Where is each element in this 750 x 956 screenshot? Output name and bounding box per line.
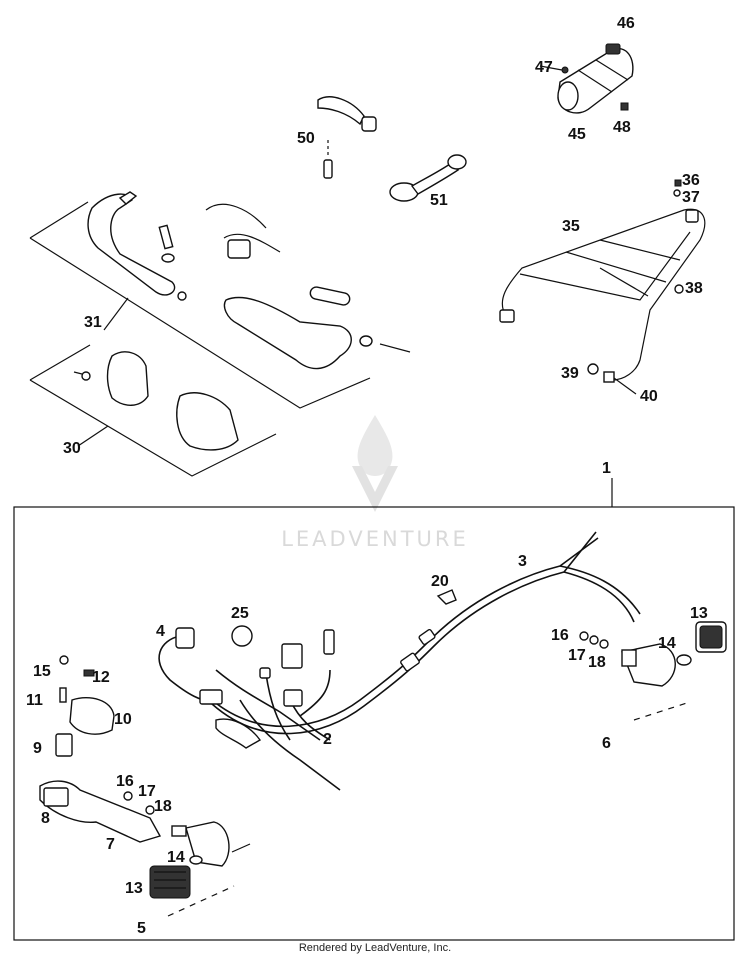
callout-51: 51 [430,192,448,209]
rear-rack-group [499,179,706,395]
callout-13-left: 13 [125,880,143,897]
left-turn-signal-assembly [39,780,251,917]
callout-36: 36 [682,172,700,189]
callout-17-right: 17 [568,647,586,664]
callout-12: 12 [92,669,110,686]
right-turn-signal-assembly [579,621,727,721]
wiring-kit-frame [13,506,735,941]
callout-1: 1 [602,460,611,477]
callout-6: 6 [602,735,611,752]
callout-17-left: 17 [138,783,156,800]
callout-13-right: 13 [690,605,708,622]
callout-45: 45 [568,126,586,143]
callout-14-left: 14 [167,849,185,866]
callout-35: 35 [562,218,580,235]
tool-bag-group [539,43,634,114]
relay-parts [175,589,457,679]
hand-shield-panel [29,344,277,477]
callout-38: 38 [685,280,703,297]
callout-3: 3 [518,553,527,570]
callout-20: 20 [431,573,449,590]
leadventure-watermark: LEADVENTURE [281,415,469,551]
callout-7: 7 [106,836,115,853]
callout-47: 47 [535,59,553,76]
callout-37: 37 [682,189,700,206]
callout-50: 50 [297,130,315,147]
callout-16-left: 16 [116,773,134,790]
wiring-harness [158,531,641,791]
lever-group [317,96,377,179]
callout-30: 30 [63,440,81,457]
callout-16-right: 16 [551,627,569,644]
callout-18-right: 18 [588,654,606,671]
handguard-panel [29,191,411,409]
clamp-bracket-group [389,154,467,202]
callout-9: 9 [33,740,42,757]
callout-10: 10 [114,711,132,728]
horn-bracket-parts [55,655,115,757]
callout-14-right: 14 [658,635,676,652]
callout-8: 8 [41,810,50,827]
callout-25: 25 [231,605,249,622]
callout-40: 40 [640,388,658,405]
callout-2: 2 [323,731,332,748]
footer-credit: Rendered by LeadVenture, Inc. [299,942,451,954]
callout-4: 4 [156,623,165,640]
callout-18-left: 18 [154,798,172,815]
callout-5: 5 [137,920,146,937]
callout-31: 31 [84,314,102,331]
callout-15: 15 [33,663,51,680]
callout-39: 39 [561,365,579,382]
callout-46: 46 [617,15,635,32]
callout-11: 11 [26,692,43,709]
watermark-text: LEADVENTURE [281,527,469,551]
callout-48: 48 [613,119,631,136]
